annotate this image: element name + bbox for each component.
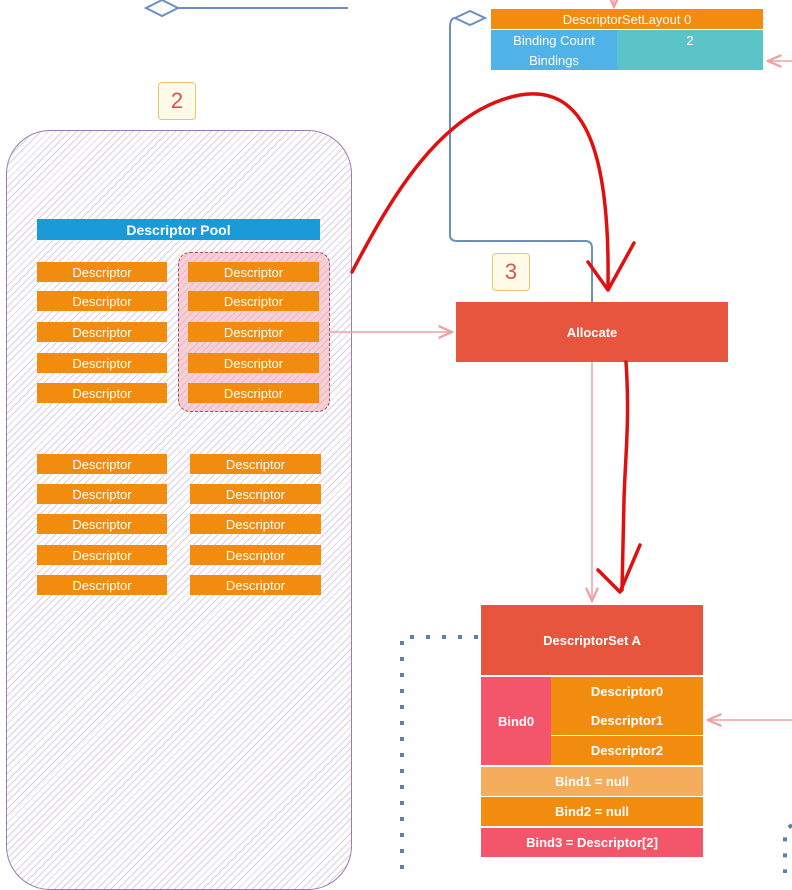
- pool-descriptor[interactable]: Descriptor: [37, 383, 167, 403]
- bind0-descriptor[interactable]: Descriptor2: [551, 736, 703, 765]
- pool-descriptor-selected[interactable]: Descriptor: [188, 383, 319, 403]
- pool-descriptor[interactable]: Descriptor: [37, 454, 167, 474]
- step-badge-3: 3: [492, 253, 530, 291]
- descriptor-set-layout-title[interactable]: DescriptorSetLayout 0: [491, 9, 763, 29]
- pool-descriptor[interactable]: Descriptor: [190, 484, 321, 504]
- pool-descriptor-selected[interactable]: Descriptor: [188, 291, 319, 311]
- bind0-descriptor[interactable]: Descriptor1: [551, 706, 703, 735]
- pool-descriptor[interactable]: Descriptor: [37, 322, 167, 342]
- pool-descriptor[interactable]: Descriptor: [190, 545, 321, 565]
- pool-descriptor[interactable]: Descriptor: [37, 514, 167, 534]
- bind1-row[interactable]: Bind1 = null: [481, 767, 703, 796]
- pool-descriptor[interactable]: Descriptor: [190, 514, 321, 534]
- hand-arrowhead-set: [596, 543, 642, 594]
- hand-arrow-pool-to-allocate: [350, 92, 610, 287]
- binding-count-label: Binding Count: [491, 30, 617, 50]
- diamond-connector: [143, 0, 181, 18]
- descriptor-set-a-title[interactable]: DescriptorSet A: [481, 605, 703, 675]
- pool-descriptor[interactable]: Descriptor: [37, 291, 167, 311]
- dotted-frame: [400, 635, 478, 873]
- step-badge-2: 2: [158, 82, 196, 120]
- pool-descriptor-selected[interactable]: Descriptor: [188, 353, 319, 373]
- pool-descriptor[interactable]: Descriptor: [37, 575, 167, 595]
- pool-descriptor-selected[interactable]: Descriptor: [188, 322, 319, 342]
- pool-descriptor[interactable]: Descriptor: [37, 545, 167, 565]
- bind2-row[interactable]: Bind2 = null: [481, 797, 703, 826]
- bindings-value[interactable]: [617, 50, 763, 70]
- pool-descriptor[interactable]: Descriptor: [37, 262, 167, 282]
- pool-descriptor[interactable]: Descriptor: [37, 484, 167, 504]
- bind3-row[interactable]: Bind3 = Descriptor[2]: [481, 828, 703, 857]
- bindings-label: Bindings: [491, 50, 617, 70]
- binding-count-value[interactable]: 2: [617, 30, 763, 50]
- hand-arrowhead-allocate: [586, 241, 636, 292]
- bind0-descriptor[interactable]: Descriptor0: [551, 677, 703, 706]
- pool-descriptor[interactable]: Descriptor: [190, 575, 321, 595]
- pool-descriptor-selected[interactable]: Descriptor: [188, 262, 319, 282]
- pool-descriptor[interactable]: Descriptor: [37, 353, 167, 373]
- layout-to-allocate-line: [449, 17, 593, 302]
- dotted-frame-right: [783, 823, 792, 873]
- allocate-button[interactable]: Allocate: [456, 302, 728, 362]
- pool-descriptor[interactable]: Descriptor: [190, 454, 321, 474]
- bind0-label: Bind0: [481, 677, 551, 765]
- hand-arrow-allocate-to-set: [620, 360, 630, 592]
- layout-diamond-connector: [452, 9, 488, 27]
- descriptor-pool-title: Descriptor Pool: [37, 219, 320, 240]
